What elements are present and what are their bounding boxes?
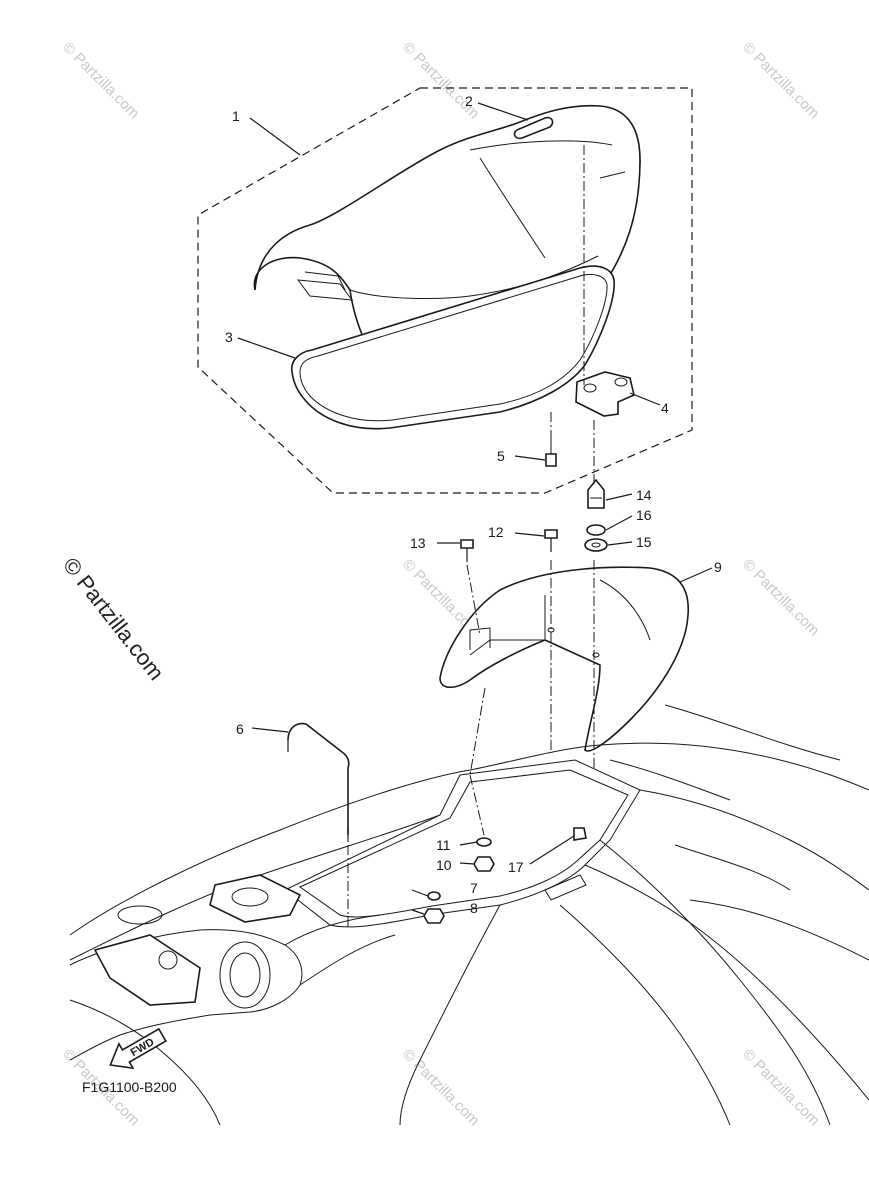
seat-frame	[290, 265, 615, 430]
callout-3: 3	[225, 329, 233, 345]
watermark-tile: © Partzilla.com	[399, 39, 482, 122]
callout-11: 11	[436, 837, 451, 853]
watermark-tile: © Partzilla.com	[739, 1046, 822, 1129]
callout-14: 14	[636, 487, 652, 503]
fwd-label: FWD	[129, 1036, 157, 1059]
watermark-main: © Partzilla.com	[58, 553, 169, 685]
callout-10: 10	[436, 857, 452, 873]
watermark-tile: © Partzilla.com	[59, 39, 142, 122]
callout-6: 6	[236, 721, 244, 737]
callout-2: 2	[465, 93, 473, 109]
diagram-code: F1G1100-B200	[82, 1079, 177, 1095]
nut-8	[423, 908, 445, 924]
nut-17	[573, 827, 587, 841]
seat-base	[439, 566, 690, 752]
leader-lines	[237, 102, 713, 915]
fwd-arrow: FWD	[109, 1027, 167, 1070]
callout-12: 12	[488, 524, 504, 540]
nut-10	[473, 856, 495, 872]
callout-13: 13	[410, 535, 426, 551]
seat-bracket	[575, 371, 635, 417]
callout-8: 8	[470, 900, 478, 916]
bolt-12	[544, 529, 558, 552]
washer-7	[427, 891, 441, 901]
bolt-13	[460, 539, 474, 562]
screw-5	[545, 440, 557, 467]
watermark-tile: © Partzilla.com	[739, 39, 822, 122]
watermark-tile: © Partzilla.com	[739, 556, 822, 639]
callout-7: 7	[470, 880, 478, 896]
callout-labels: 1 2 3 4 5 14 16 15 12 13 9 6 11 10 17 7 …	[225, 93, 722, 916]
callout-9: 9	[714, 559, 722, 575]
callout-16: 16	[636, 507, 652, 523]
callout-5: 5	[497, 448, 505, 464]
seat-pad	[513, 116, 554, 140]
callout-1: 1	[232, 108, 240, 124]
callout-15: 15	[636, 534, 652, 550]
washer-15	[584, 538, 608, 552]
washer-16	[586, 524, 606, 536]
seat-assembly-boundary	[197, 87, 693, 494]
callout-17: 17	[508, 859, 524, 875]
washer-11	[476, 837, 492, 847]
grab-handle	[287, 722, 350, 842]
callout-4: 4	[661, 400, 669, 416]
seat-lock-pin	[587, 478, 605, 509]
hull-deck	[69, 704, 869, 1126]
watermark-tile: © Partzilla.com	[399, 1046, 482, 1129]
assembly-lines	[347, 145, 595, 930]
